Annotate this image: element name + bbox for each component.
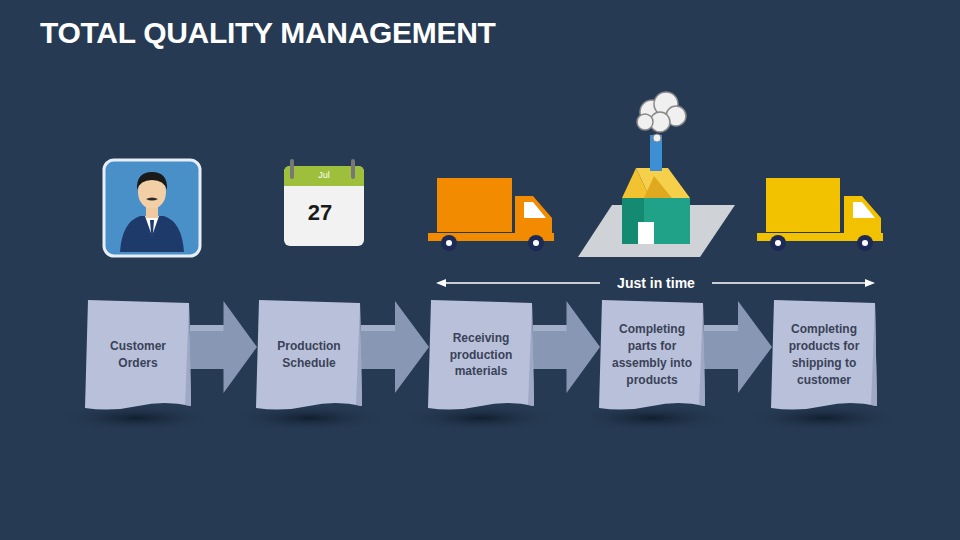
text-wrap: Completing products for shipping to cust… [771, 300, 877, 410]
process-paper: Production Schedule [256, 300, 362, 410]
node-text: Completing parts for assembly into produ… [608, 321, 696, 388]
calendar-text: Jul [318, 170, 330, 180]
node-text: Customer Orders [94, 338, 182, 372]
block-arrow [533, 301, 600, 393]
text-wrap: Customer Orders [85, 300, 191, 410]
paper-shape [256, 300, 362, 410]
calendar-icon [284, 159, 364, 246]
node-text: Receiving production materials [437, 330, 525, 380]
calendar-text: 27 [308, 200, 332, 226]
block-arrow [704, 301, 772, 393]
factory-icon [578, 92, 735, 257]
paper-shape [85, 300, 191, 410]
block-arrow [361, 301, 429, 393]
truck-icon [428, 178, 554, 251]
paper-shape [599, 300, 705, 410]
span-label: Just in time [617, 275, 695, 291]
block-arrow [190, 301, 257, 393]
customer-icon [104, 160, 200, 256]
node-text: Production Schedule [265, 338, 353, 372]
truck-icon [757, 178, 883, 251]
process-paper: Receiving production materials [428, 300, 534, 410]
node-text: Completing products for shipping to cust… [780, 321, 868, 388]
text-wrap: Completing parts for assembly into produ… [599, 300, 705, 410]
text-wrap: Receiving production materials [428, 300, 534, 410]
process-paper: Completing parts for assembly into produ… [599, 300, 705, 410]
paper-shape [771, 300, 877, 410]
process-paper: Customer Orders [85, 300, 191, 410]
process-paper: Completing products for shipping to cust… [771, 300, 877, 410]
title: TOTAL QUALITY MANAGEMENT [40, 16, 496, 50]
text-wrap: Production Schedule [256, 300, 362, 410]
